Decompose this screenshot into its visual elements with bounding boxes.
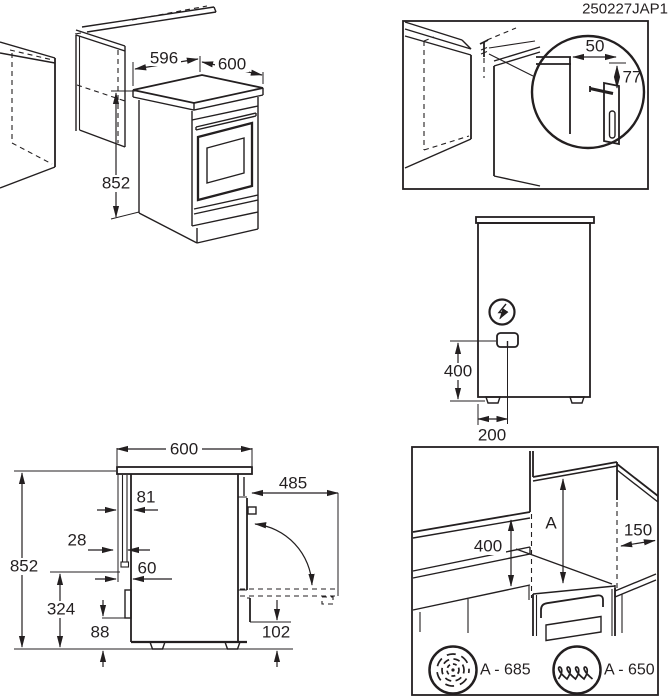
dim-side-clearance: 150 [620,521,656,548]
magnifier-detail-circle: 50 77 [530,34,646,150]
open-door-handle [321,596,334,605]
legend-coil: A - 650 [552,645,655,695]
label-backdrop [8,558,40,575]
dim-label-appliance-width: 600 [218,55,246,74]
anti-tip-bracket [589,81,620,146]
dim-label-terminal-height: 400 [444,362,472,381]
document-code: 250227JAP1 [582,1,668,18]
bracket-detail-panel: 50 77 [402,20,649,190]
worktop [116,466,253,475]
dim-label-bracket-offset: 50 [586,37,605,56]
dim-door-open-depth: 485 [251,474,339,596]
side-view: 485 600 852 324 81 28 [8,440,339,667]
door-handle [247,506,257,515]
oven-handle [195,112,257,131]
dim-hood-clearance: A [543,478,567,584]
dim-appliance-height: 852 [100,90,140,220]
oven-window [206,137,245,184]
dim-label-rear-bottom: 88 [91,623,110,642]
legend-coil-label: A - 650 [604,662,655,679]
dim-label-appliance-height: 852 [102,174,130,193]
dim-inlet-offset: 60 [95,559,172,583]
dim-label-height: 852 [10,557,38,576]
electric-connection-icon [488,298,516,326]
dim-label-inlet-offset: 60 [138,559,157,578]
rear-view: 400 200 [442,216,595,445]
cooker-front [532,585,616,642]
dim-label-depth: 600 [170,440,198,459]
dim-niche-width: 596 [132,49,201,86]
iso-installation-view: 596 600 852 [0,5,264,244]
dim-label-terminal-offset: 200 [478,426,506,445]
oven-window [545,615,602,642]
appliance-back-panel [477,222,591,398]
dim-shelf-clearance: 400 [471,519,515,587]
dim-label-inlet-height: 324 [47,600,75,619]
label-backdrop [215,56,249,72]
label-backdrop [44,601,78,618]
legend-fan-label: A - 685 [480,662,531,679]
dim-bracket-height: 77 [609,62,642,89]
left-unit [404,21,472,169]
dim-bracket-offset: 50 [572,37,617,61]
cooker-isometric [132,74,264,244]
legend-fan: A - 685 [428,645,531,695]
dim-height: 852 [8,470,293,650]
dim-rear-bottom-clearance: 88 [91,600,110,667]
foot [485,396,501,404]
dim-appliance-width: 600 [201,55,264,84]
callout-leader [488,40,536,49]
towel-rail-handle [540,594,604,618]
dim-label-door-open-depth: 485 [279,474,307,493]
oven-door [196,121,254,202]
dim-label-rear-spacer: 28 [68,531,87,550]
foot [569,396,585,404]
dim-depth: 600 [116,440,253,466]
coil-icon [557,666,594,681]
dim-label-shelf-clearance: 400 [474,537,502,556]
screw-icon [479,39,489,57]
legend-circle [552,645,602,695]
dim-rear-gap: 81 [97,488,158,514]
dim-label-side-clearance: 150 [624,521,652,540]
rear-spacer [120,561,130,568]
dim-label-hood-clearance: A [545,514,557,533]
label-backdrop [543,515,560,532]
door-swing-arc [254,522,315,586]
clearance-scene [412,451,659,642]
label-backdrop [166,441,202,458]
right-unit [493,46,541,187]
dim-label-bracket-height: 77 [623,68,642,87]
left-kitchen-unit [0,41,56,189]
dim-terminal-offset: 200 [477,404,509,445]
dim-inlet-height: 324 [44,571,120,648]
dim-front-bottom-clearance: 102 [262,600,290,667]
dim-label-rear-gap: 81 [137,488,156,507]
dim-terminal-height: 400 [442,340,496,402]
fan-icon [436,653,470,687]
callout-leader [488,53,534,77]
label-backdrop [147,50,181,66]
clearance-panel: 400 A 150 A - 685 A - 650 [411,446,659,696]
label-backdrop [100,175,132,192]
label-backdrop [442,363,475,380]
dim-label-front-bottom: 102 [262,623,290,642]
label-backdrop [471,538,506,555]
inlet-pipe [124,589,132,619]
dim-rear-spacer: 28 [68,531,150,554]
dim-label-niche-width: 596 [150,49,178,68]
